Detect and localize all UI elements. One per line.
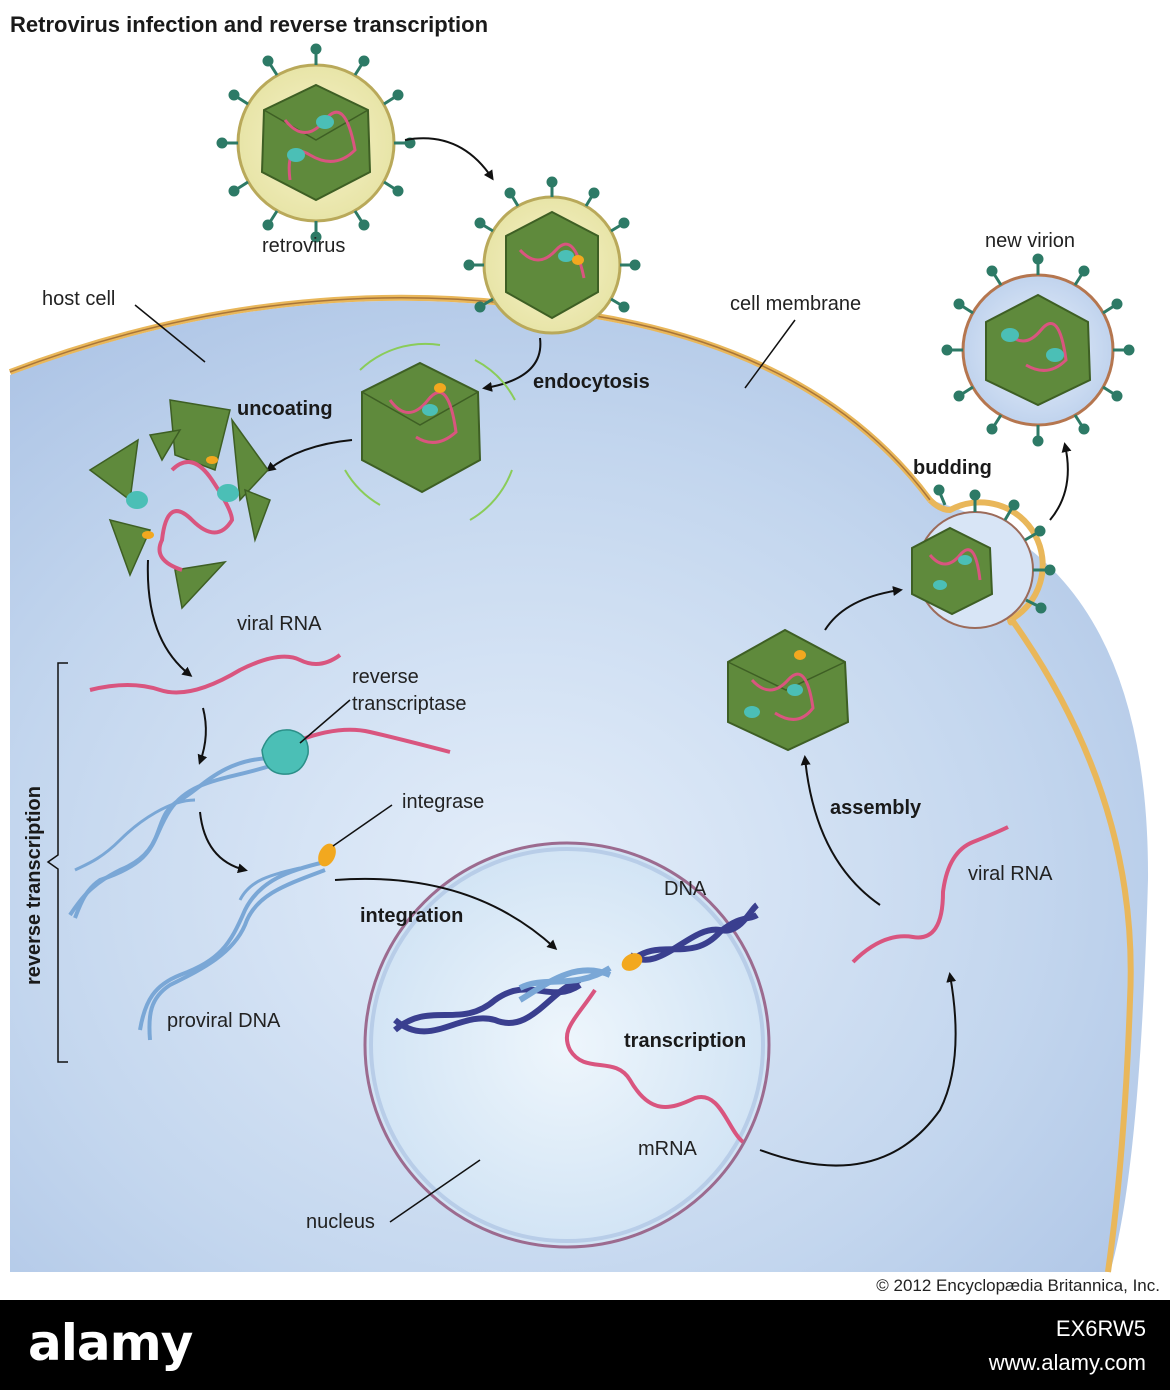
watermark-footer: alamy EX6RW5 www.alamy.com bbox=[0, 1300, 1170, 1390]
docking-virus bbox=[463, 176, 641, 335]
reverse-transcription-bracket bbox=[46, 662, 68, 1063]
label-integrase: integrase bbox=[402, 791, 484, 813]
enzyme-icon bbox=[126, 491, 148, 509]
watermark-brand: alamy bbox=[28, 1314, 193, 1372]
arrow-to-integrase bbox=[199, 811, 248, 874]
label-mrna: mRNA bbox=[638, 1138, 698, 1160]
arrow-to-rt bbox=[197, 707, 208, 765]
label-retrovirus: retrovirus bbox=[262, 235, 345, 257]
reverse-transcriptase bbox=[261, 729, 309, 775]
label-integration: integration bbox=[360, 905, 463, 927]
copyright: © 2012 Encyclopædia Britannica, Inc. bbox=[876, 1276, 1160, 1295]
arrow-uncoating bbox=[265, 439, 353, 472]
new-virion bbox=[941, 253, 1135, 447]
label-uncoating: uncoating bbox=[237, 398, 333, 420]
arrow-attach bbox=[404, 137, 494, 181]
arrow-integration bbox=[334, 877, 558, 951]
released-rna bbox=[157, 460, 235, 572]
budding-virus bbox=[911, 484, 1056, 629]
arrow-to-viral-rna bbox=[146, 559, 193, 677]
proviral-dna bbox=[138, 860, 326, 1031]
watermark-image-id: EX6RW5 bbox=[1055, 1316, 1146, 1341]
diagram-title: Retrovirus infection and reverse transcr… bbox=[10, 12, 488, 37]
label-viral-rna-right: viral RNA bbox=[968, 863, 1053, 885]
label-host-cell: host cell bbox=[42, 288, 115, 310]
arrow-release bbox=[1049, 442, 1072, 521]
rt-rna bbox=[299, 727, 451, 754]
host-cell bbox=[10, 300, 1149, 1273]
label-reverse: reverse bbox=[352, 666, 419, 688]
arrow-assembly bbox=[800, 755, 881, 906]
uncoated-capsid bbox=[88, 399, 271, 610]
retrovirus-particle bbox=[216, 43, 416, 243]
label-proviral-dna: proviral DNA bbox=[167, 1010, 281, 1032]
mrna-strand bbox=[564, 988, 745, 1144]
host-dna bbox=[393, 902, 760, 1035]
label-transcription: transcription bbox=[624, 1030, 746, 1052]
arrow-endocytosis bbox=[482, 337, 542, 392]
label-assembly: assembly bbox=[830, 797, 922, 819]
assembled-capsid bbox=[727, 628, 850, 752]
arrow-export bbox=[759, 972, 957, 1167]
label-dna: DNA bbox=[664, 878, 707, 900]
label-new-virion: new virion bbox=[985, 230, 1075, 252]
viral-rna-strand bbox=[89, 653, 342, 695]
label-transcriptase: transcriptase bbox=[352, 693, 467, 715]
arrow-budding bbox=[824, 586, 903, 631]
integrase bbox=[318, 843, 336, 867]
label-budding: budding bbox=[913, 457, 992, 479]
watermark-site: www.alamy.com bbox=[988, 1350, 1146, 1375]
label-nucleus: nucleus bbox=[306, 1211, 375, 1233]
label-reverse-transcription: reverse transcription bbox=[23, 786, 45, 985]
endocytosed-capsid bbox=[344, 342, 516, 521]
spike-icon bbox=[216, 43, 416, 243]
label-endocytosis: endocytosis bbox=[533, 371, 650, 393]
label-cell-membrane: cell membrane bbox=[730, 293, 861, 315]
retrovirus-diagram: Retrovirus infection and reverse transcr… bbox=[8, 12, 1160, 1295]
label-viral-rna: viral RNA bbox=[237, 613, 322, 635]
viral-rna-right bbox=[851, 825, 1009, 964]
